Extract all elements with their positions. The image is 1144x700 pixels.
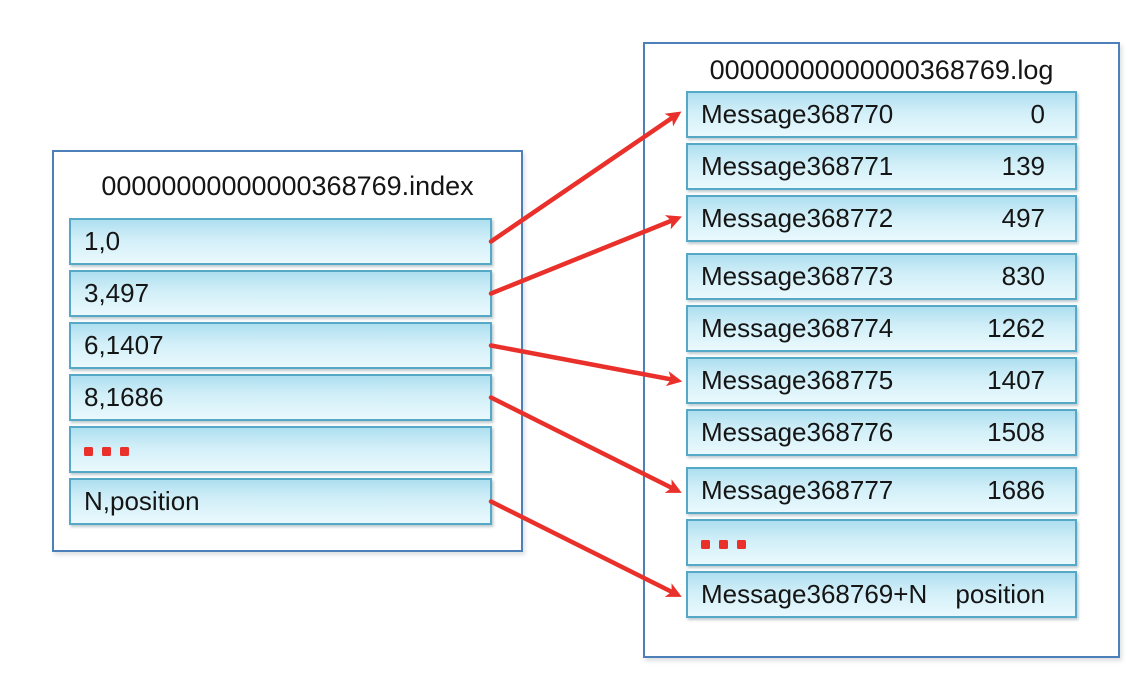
log-message-label: Message368771 (701, 151, 894, 181)
log-message-row: Message368769+N position (686, 571, 1077, 618)
log-message-position: position (955, 579, 1045, 609)
log-message-position: 1508 (987, 417, 1045, 447)
log-message-position: 1686 (987, 475, 1045, 505)
log-message-row: Message368770 0 (686, 91, 1077, 138)
log-message-position: 497 (1001, 203, 1045, 233)
log-message-row: Message368776 1508 (686, 409, 1077, 456)
index-entry-label: 6,1407 (84, 330, 164, 360)
ellipsis-dots (84, 447, 129, 456)
index-file-box: 00000000000000368769.index 1,0 3,497 6,140… (52, 150, 523, 552)
log-message-position: 830 (1001, 261, 1045, 291)
index-entry-label: 8,1686 (84, 382, 164, 412)
ellipsis-dots (701, 540, 746, 549)
index-entry-row: 6,1407 (69, 322, 492, 369)
index-entry-row (69, 426, 492, 473)
index-entry-row: 1,0 (69, 218, 492, 265)
index-entry-label: 1,0 (84, 226, 121, 256)
log-message-label: Message368776 (701, 417, 894, 447)
index-file-title: 00000000000000368769.index (101, 171, 474, 201)
log-message-row: Message368773 830 (686, 253, 1077, 300)
index-entry-row: 3,497 (69, 270, 492, 317)
log-message-position: 0 (1030, 99, 1045, 129)
log-message-label: Message368770 (701, 99, 894, 129)
log-message-row (686, 519, 1077, 566)
log-message-label: Message368777 (701, 475, 894, 505)
log-message-row: Message368777 1686 (686, 467, 1077, 514)
log-message-position: 1407 (987, 365, 1045, 395)
log-message-label: Message368774 (701, 313, 894, 343)
index-entry-row: 8,1686 (69, 374, 492, 421)
log-message-row: Message368775 1407 (686, 357, 1077, 404)
log-message-row: Message368774 1262 (686, 305, 1077, 352)
log-message-label: Message368772 (701, 203, 894, 233)
log-message-label: Message368775 (701, 365, 894, 395)
log-message-row: Message368771 139 (686, 143, 1077, 190)
index-entry-row: N,position (69, 478, 492, 525)
log-message-position: 1262 (987, 313, 1045, 343)
log-file-title: 00000000000000368769.log (709, 55, 1054, 85)
log-message-row: Message368772 497 (686, 195, 1077, 242)
log-message-label: Message368773 (701, 261, 894, 291)
log-message-label: Message368769+N (701, 579, 928, 609)
index-entry-label: 3,497 (84, 278, 150, 308)
index-entry-label: N,position (84, 486, 200, 516)
log-message-position: 139 (1001, 151, 1045, 181)
